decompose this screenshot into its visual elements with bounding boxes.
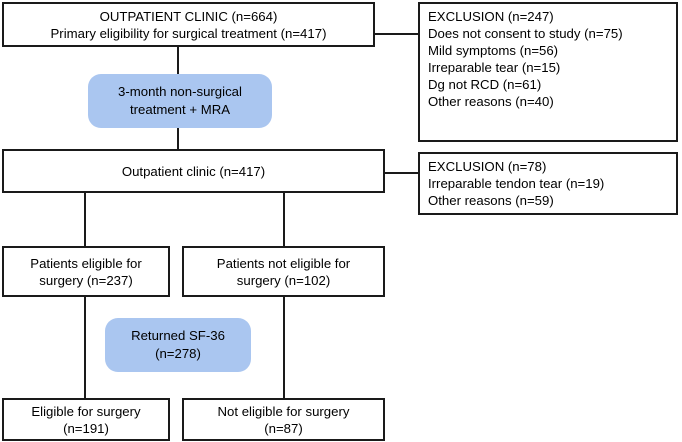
outpatient-clinic-top-line1: OUTPATIENT CLINIC (n=664) — [99, 8, 278, 24]
node-not-eligible-for-surgery: Not eligible for surgery (n=87) — [182, 398, 385, 441]
node-exclusion-2: EXCLUSION (n=78) Irreparable tendon tear… — [418, 152, 678, 215]
node-patients-eligible: Patients eligible for surgery (n=237) — [2, 246, 170, 297]
connector-top-to-treatment — [177, 46, 179, 76]
outpatient-clinic-second-line1: Outpatient clinic (n=417) — [121, 163, 266, 179]
connector-outpatient2-to-exclusion2 — [385, 172, 420, 174]
exclusion-2-line1: EXCLUSION (n=78) — [428, 159, 547, 174]
patients-not-eligible-line1: Patients not eligible for — [216, 255, 351, 271]
node-treatment-mra: 3-month non-surgical treatment + MRA — [88, 74, 272, 128]
connector-outpatient2-to-eligible — [84, 192, 86, 248]
patients-not-eligible-line2: surgery (n=102) — [236, 272, 331, 288]
treatment-mra-line2: treatment + MRA — [129, 102, 231, 117]
exclusion-2-line2: Irreparable tendon tear (n=19) — [428, 176, 605, 191]
exclusion-1-line3: Mild symptoms (n=56) — [428, 43, 559, 58]
patients-eligible-line2: surgery (n=237) — [39, 272, 133, 288]
node-outpatient-clinic-top: OUTPATIENT CLINIC (n=664) Primary eligib… — [2, 2, 375, 47]
connector-not-eligible-to-final-not-eligible — [283, 296, 285, 399]
treatment-mra-line1: 3-month non-surgical — [118, 84, 242, 99]
returned-sf36-line1: Returned SF-36 — [131, 328, 225, 343]
exclusion-1-line2: Does not consent to study (n=75) — [428, 26, 623, 41]
connector-treatment-to-outpatient2 — [177, 127, 179, 151]
node-patients-not-eligible: Patients not eligible for surgery (n=102… — [182, 246, 385, 297]
patients-eligible-line1: Patients eligible for — [30, 255, 142, 271]
exclusion-2-line3: Other reasons (n=59) — [428, 193, 554, 208]
node-exclusion-1: EXCLUSION (n=247) Does not consent to st… — [418, 2, 678, 142]
eligible-for-surgery-line2: (n=191) — [63, 420, 109, 436]
connector-eligible-to-final-eligible — [84, 296, 86, 399]
exclusion-1-line1: EXCLUSION (n=247) — [428, 9, 554, 24]
not-eligible-for-surgery-line1: Not eligible for surgery — [217, 403, 350, 419]
exclusion-1-line6: Other reasons (n=40) — [428, 94, 554, 109]
connector-top-to-exclusion1 — [373, 33, 420, 35]
not-eligible-for-surgery-line2: (n=87) — [264, 420, 303, 436]
exclusion-1-line5: Dg not RCD (n=61) — [428, 77, 542, 92]
returned-sf36-line2: (n=278) — [155, 346, 201, 361]
node-eligible-for-surgery: Eligible for surgery (n=191) — [2, 398, 170, 441]
outpatient-clinic-top-line2: Primary eligibility for surgical treatme… — [50, 25, 327, 41]
node-returned-sf36: Returned SF-36 (n=278) — [105, 318, 251, 372]
node-outpatient-clinic-second: Outpatient clinic (n=417) — [2, 149, 385, 193]
exclusion-1-line4: Irreparable tear (n=15) — [428, 60, 561, 75]
eligible-for-surgery-line1: Eligible for surgery — [31, 403, 141, 419]
connector-outpatient2-to-not-eligible — [283, 192, 285, 248]
